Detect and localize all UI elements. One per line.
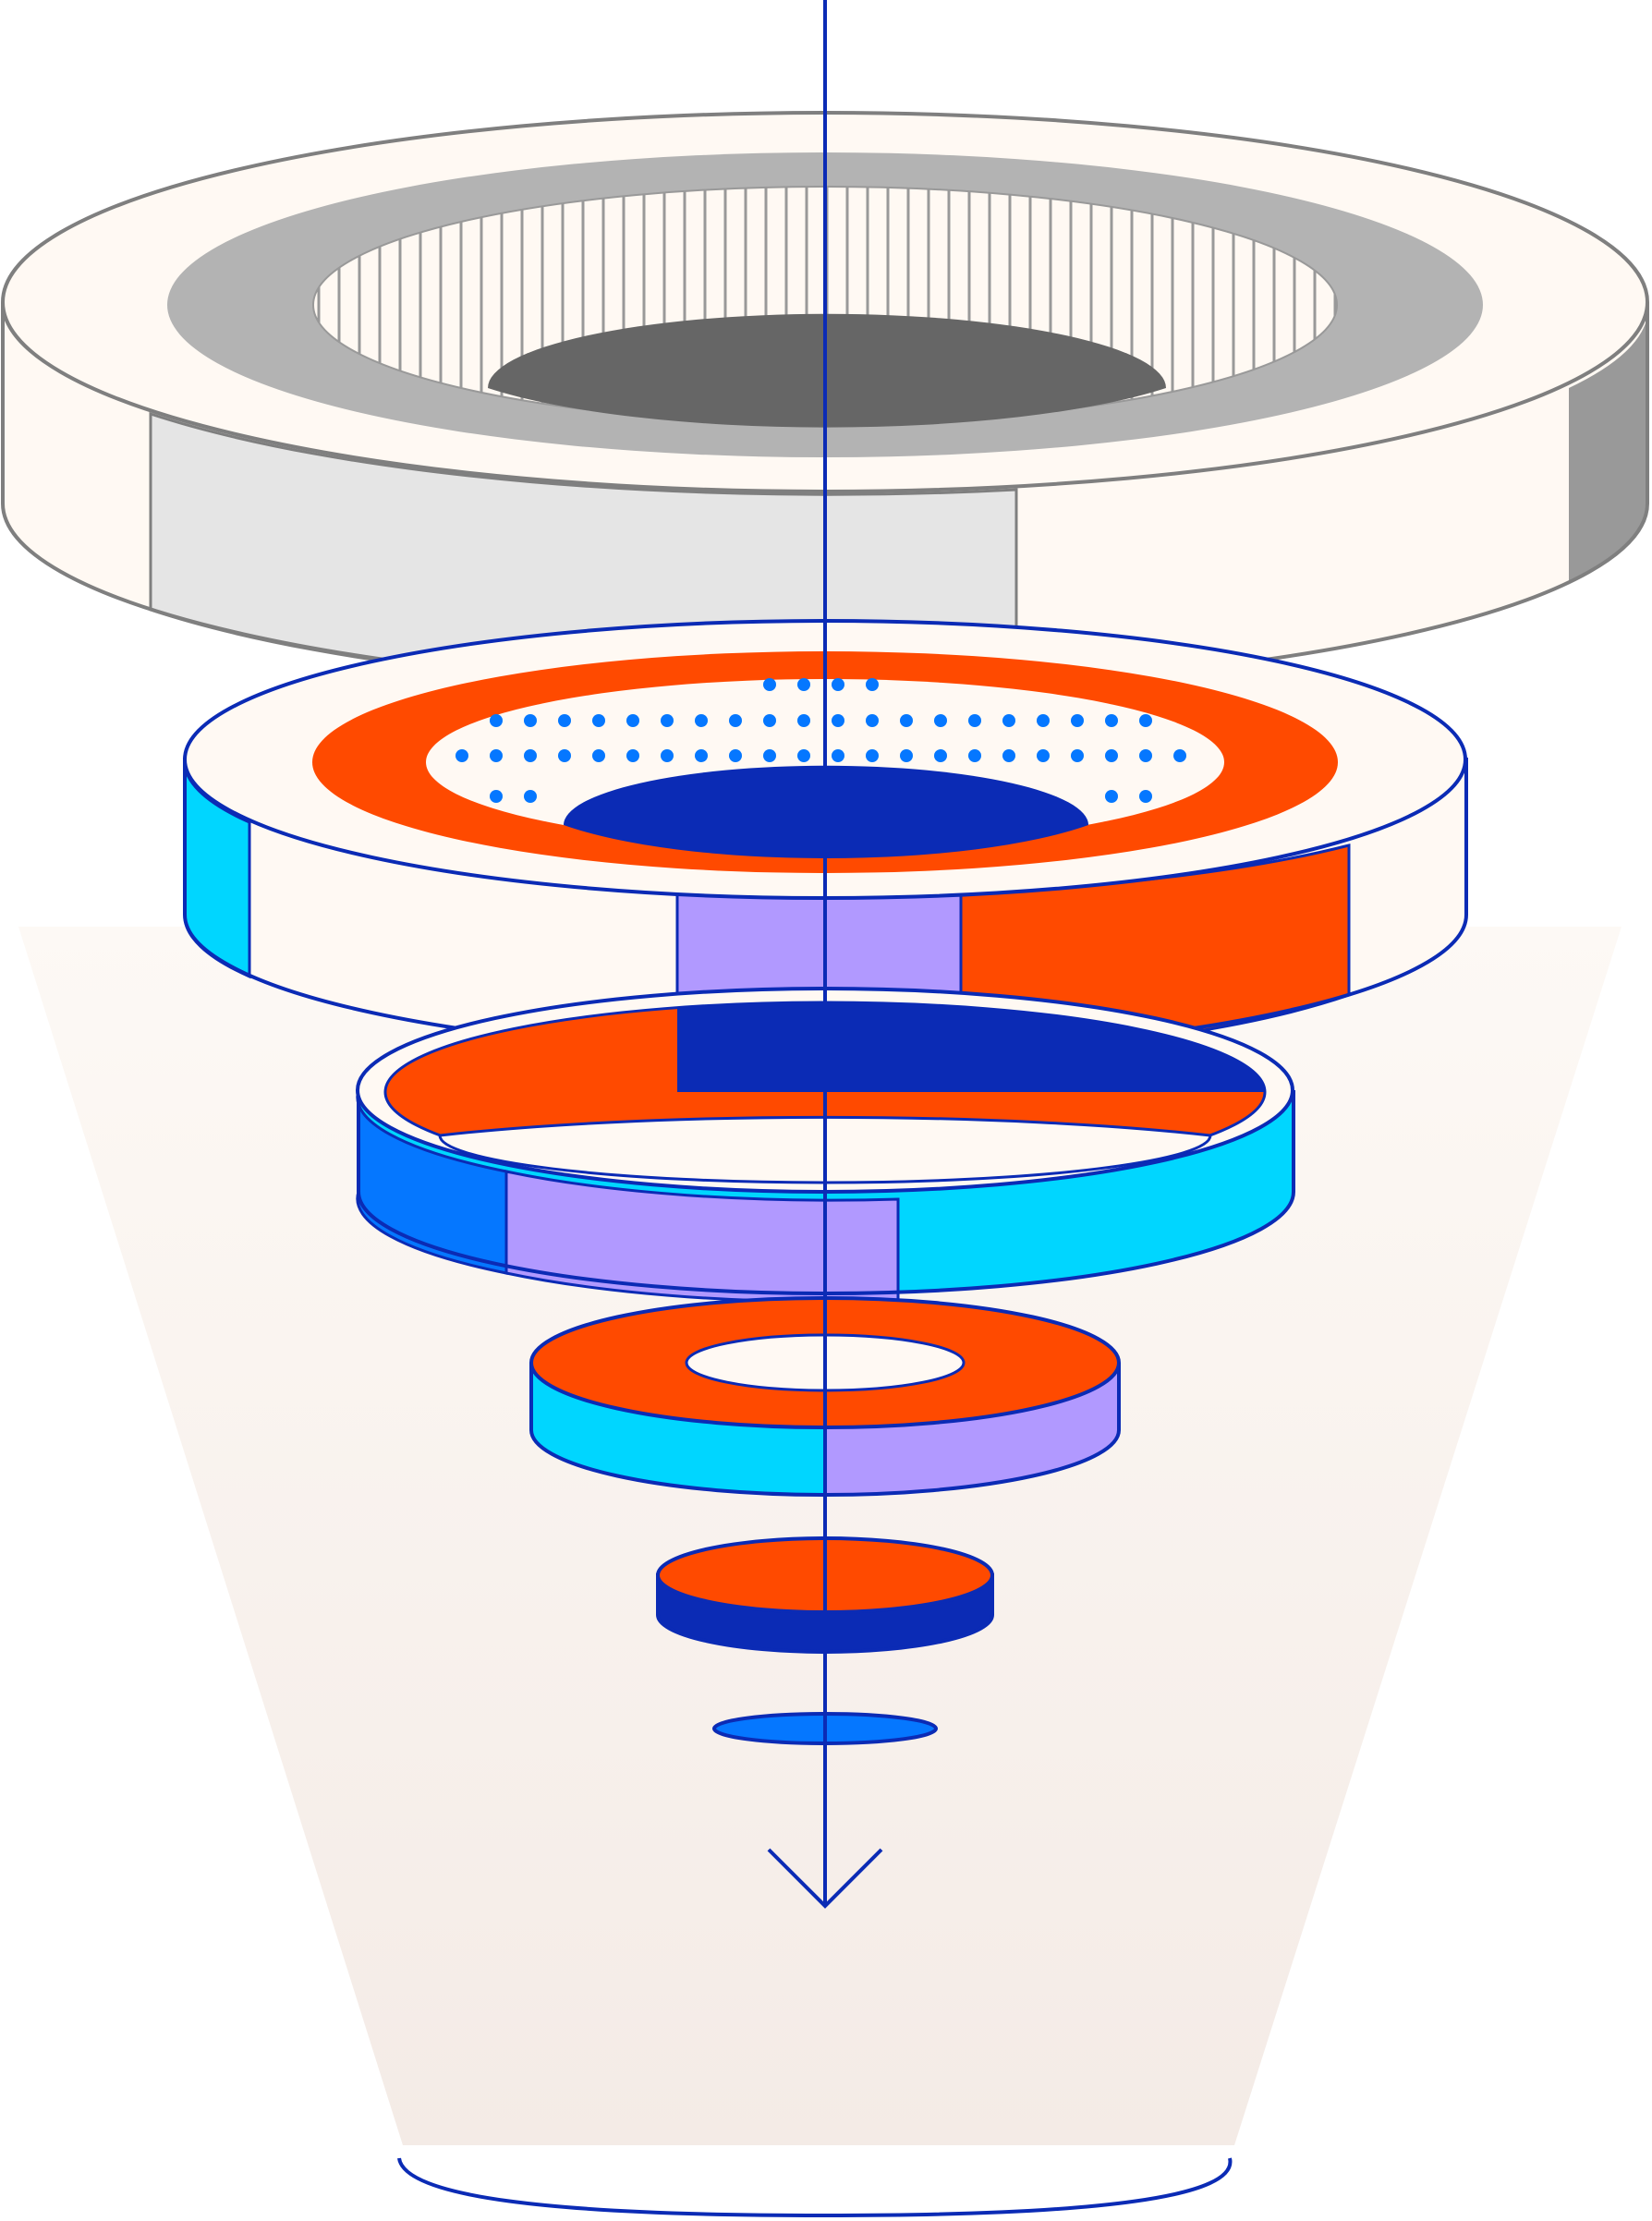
mesh-dot [1105, 714, 1118, 727]
mesh-dot [763, 714, 776, 727]
funnel-base-edge [397, 2157, 1233, 2218]
mesh-dot [456, 749, 468, 762]
mesh-dot [832, 714, 844, 727]
mesh-dot [1002, 749, 1015, 762]
mesh-dot [524, 714, 537, 727]
mesh-dot [729, 714, 742, 727]
mesh-dot [729, 749, 742, 762]
mesh-dot [661, 749, 674, 762]
mesh-dot [934, 714, 947, 727]
mesh-dot [524, 749, 537, 762]
mesh-dot [763, 678, 776, 691]
tertiary-ring-side-lavender [825, 1363, 1119, 1495]
mesh-dot [1002, 714, 1015, 727]
mesh-dot [1139, 749, 1152, 762]
mesh-dot [1139, 714, 1152, 727]
mesh-dot [592, 714, 605, 727]
mesh-dot [968, 714, 981, 727]
mesh-dot [934, 749, 947, 762]
mesh-dot [490, 714, 503, 727]
mesh-dot [763, 749, 776, 762]
mesh-dot [797, 678, 810, 691]
housing-ring-side-dark [1569, 302, 1648, 582]
mesh-dot [1105, 749, 1118, 762]
mesh-dot [797, 714, 810, 727]
mesh-dot [626, 749, 639, 762]
mesh-dot [558, 714, 571, 727]
mesh-dot [900, 714, 913, 727]
mesh-dot [558, 749, 571, 762]
mesh-dot [1173, 749, 1186, 762]
mesh-dot [1071, 714, 1084, 727]
mesh-dot [797, 749, 810, 762]
mesh-dot [695, 714, 708, 727]
mesh-dot [695, 749, 708, 762]
mesh-dot [661, 714, 674, 727]
mesh-dot [832, 749, 844, 762]
primary-ring-front-strip [677, 1053, 961, 1057]
mesh-dot [1037, 714, 1050, 727]
mesh-dot [1071, 749, 1084, 762]
primary-mesh-dots [456, 678, 1186, 803]
mesh-dot [866, 678, 879, 691]
mesh-dot [832, 678, 844, 691]
mesh-dot [866, 749, 879, 762]
mesh-dot [490, 790, 503, 803]
mesh-dot [1105, 790, 1118, 803]
mesh-dot [968, 749, 981, 762]
down-arrow-icon [767, 1848, 883, 1909]
tertiary-ring-side-cyan [531, 1363, 825, 1495]
mesh-dot [626, 714, 639, 727]
mesh-dot [524, 790, 537, 803]
mesh-dot [900, 749, 913, 762]
mesh-dot [490, 749, 503, 762]
mesh-dot [1139, 790, 1152, 803]
mesh-dot [866, 714, 879, 727]
mesh-dot [592, 749, 605, 762]
mesh-dot [1037, 749, 1050, 762]
